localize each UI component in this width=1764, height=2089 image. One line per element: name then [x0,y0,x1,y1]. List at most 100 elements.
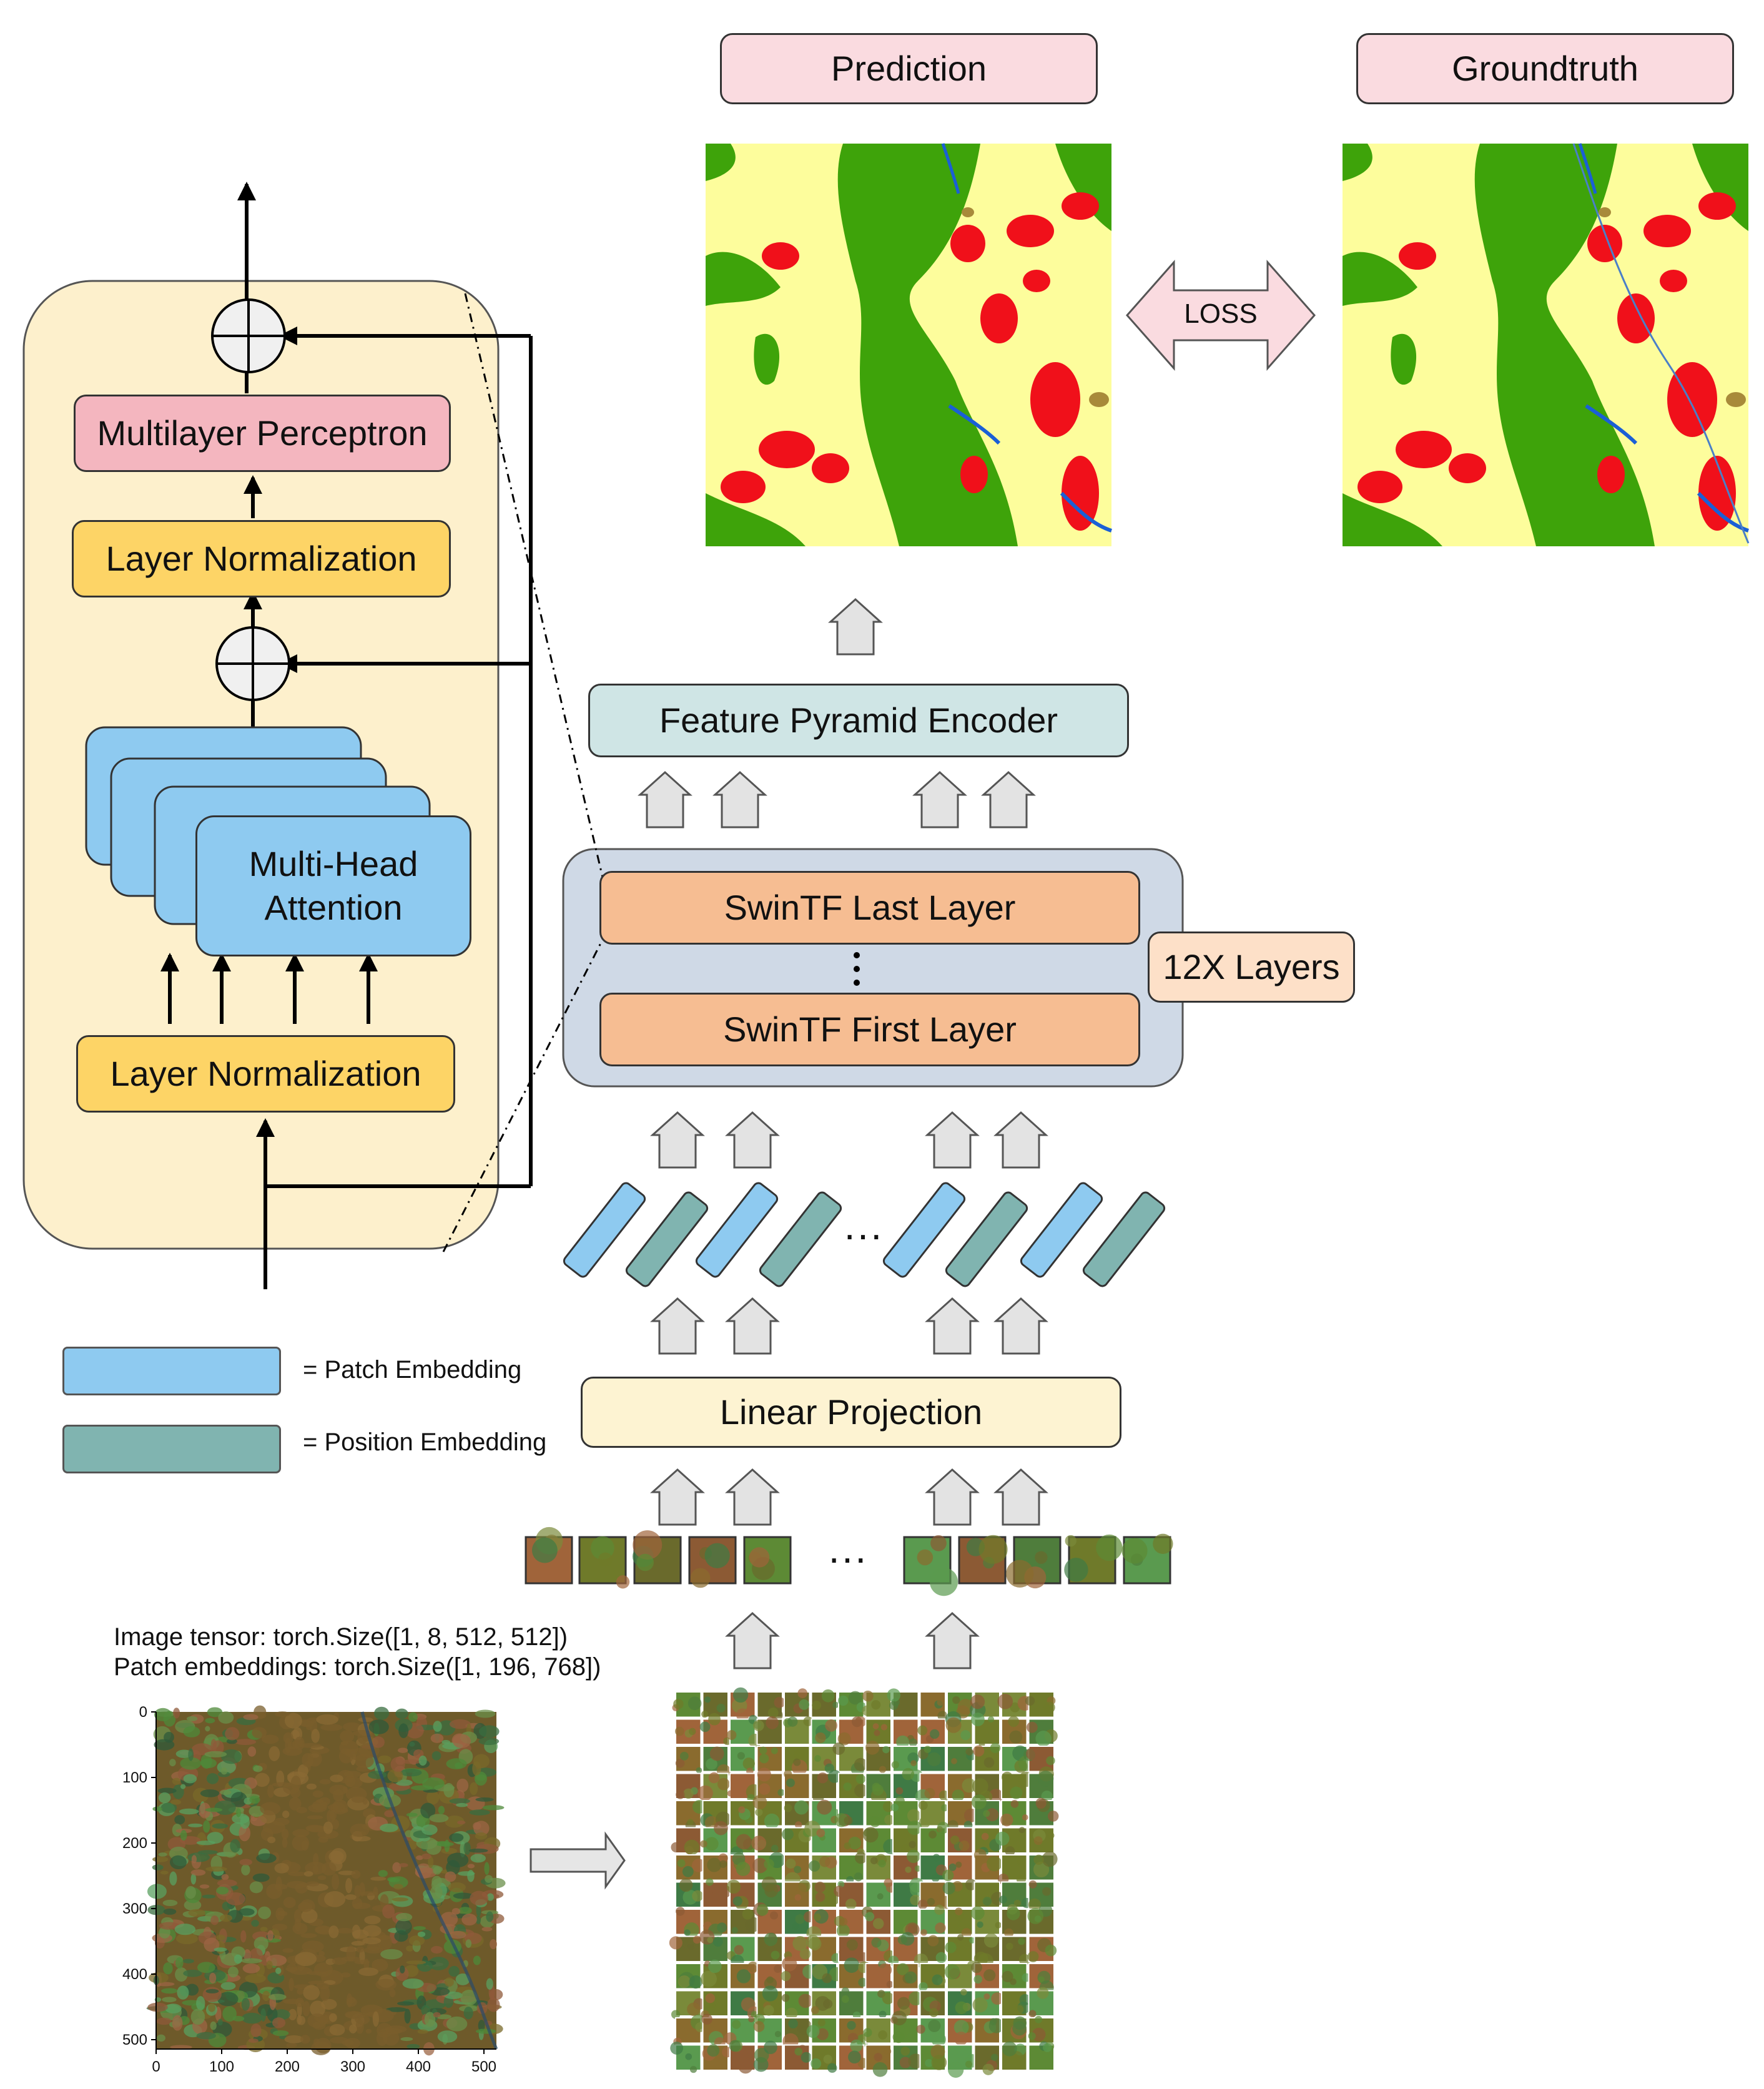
grid-patch-6-10 [942,1854,973,1882]
grid-patch-10-8 [892,1963,919,1990]
grid-patch-2-10 [947,1746,977,1772]
position-token-1 [625,1191,709,1287]
forest-region [1474,144,1655,546]
forest-region [1343,252,1417,306]
grid-patch-9-8 [888,1932,919,1967]
grid-patch-12-11 [973,2017,1004,2044]
grid-patch-12-8 [890,2010,919,2044]
grid-patch-10-1 [701,1959,729,1990]
grid-patch-6-8 [892,1849,922,1881]
grid-patch-10-12 [1001,1963,1031,1990]
urban-region [980,293,1018,343]
patch-tile-right-4 [1121,1533,1173,1585]
grid-patch-1-3 [752,1716,783,1745]
grid-patch-0-4 [784,1688,811,1718]
urban-region [1023,270,1050,292]
grid-patch-0-5 [811,1689,839,1718]
grid-patch-2-1 [702,1746,731,1778]
grid-patch-1-13 [1026,1718,1058,1747]
forest-region [706,493,806,546]
grid-patch-1-7 [865,1718,892,1745]
grid-patch-2-3 [756,1746,783,1772]
grid-patch-10-3 [756,1963,783,1990]
grid-patch-4-7 [865,1800,895,1827]
grid-patch-10-9 [919,1963,946,1992]
encoder-block-arrows [160,182,533,1289]
urban-region [721,471,766,503]
patch-tile-left-0 [525,1526,573,1585]
grid-patch-6-12 [997,1854,1028,1885]
y-tick-label: 0 [139,1704,147,1721]
urban-region [1030,362,1080,437]
urban-region [1698,456,1736,531]
bare-region [1599,207,1611,217]
gray-arrow-to-patches-1 [925,1611,980,1669]
y-tick-label: 100 [122,1769,147,1786]
y-tick-label: 200 [122,1835,147,1852]
grid-patch-0-13 [1025,1691,1056,1718]
x-tick-label: 500 [471,2058,496,2075]
grid-patch-11-10 [947,1988,973,2017]
x-tick-label: 300 [340,2058,365,2075]
grid-patch-9-9 [914,1935,947,1968]
grid-patch-12-0 [673,2014,706,2047]
grid-patch-12-7 [862,2017,892,2044]
grid-patch-11-7 [865,1990,894,2018]
urban-region [960,456,988,493]
prediction-label: Prediction [720,33,1098,104]
loss-double-arrow [1125,260,1316,371]
gray-arrow-to-fpe-1 [712,770,767,828]
grid-patch-6-2 [729,1852,756,1881]
grid-patch-9-1 [699,1929,729,1962]
urban-region [759,431,815,468]
gray-arrow-to-swin-0 [650,1111,705,1169]
image-to-grid-arrow [530,1831,626,1890]
grid-patch-2-6 [832,1742,867,1776]
gray-arrow-to-fpe-2 [912,770,967,828]
patch-embeddings-text: Patch embeddings: torch.Size([1, 196, 76… [114,1653,601,1681]
forest-region [754,333,780,385]
grid-patch-2-0 [675,1746,702,1774]
bare-region [962,207,974,217]
grid-patch-6-13 [1028,1851,1058,1881]
gray-arrow-to-swin-1 [725,1111,780,1169]
grid-patch-7-7 [865,1878,897,1908]
gray-arrow-to-swin-2 [925,1111,980,1169]
patch-grid [669,1687,1059,2078]
grid-patch-4-11 [971,1794,1000,1827]
urban-region [1587,225,1622,262]
grid-patch-2-2 [729,1746,756,1775]
loss-label: LOSS [1184,298,1258,329]
river-line [1572,143,1750,544]
grid-patch-11-5 [811,1990,837,2017]
urban-region [1062,456,1099,531]
grid-patch-8-12 [1001,1904,1028,1938]
forest-region [1343,144,1372,181]
grid-patch-1-9 [917,1718,946,1745]
grid-patch-0-0 [672,1691,702,1718]
grid-patch-13-11 [973,2044,1000,2075]
grid-patch-9-12 [1001,1935,1031,1965]
layer-count-badge: 12X Layers [1148,931,1355,1003]
grid-patch-7-4 [784,1880,811,1908]
water-region [941,143,960,194]
grid-patch-3-9 [915,1772,950,1804]
grid-patch-1-8 [892,1718,919,1749]
grid-patch-0-6 [837,1691,867,1718]
grid-patch-13-13 [1028,2041,1055,2071]
grid-patch-12-10 [947,2017,973,2046]
gray-arrow-to-fpe-3 [981,770,1036,828]
grid-patch-7-6 [834,1880,865,1910]
grid-patch-10-7 [865,1960,894,1990]
grid-patch-6-9 [919,1854,947,1882]
legend-patch-label: = Patch Embedding [303,1356,522,1384]
grid-patch-8-2 [729,1909,761,1935]
forest-region [706,144,736,181]
grid-patch-3-6 [838,1772,868,1799]
grid-patch-12-2 [724,2016,756,2045]
grid-patch-0-7 [862,1690,892,1718]
gray-arrow-to-maps [828,597,883,656]
grid-patch-10-10 [944,1960,977,1990]
water-region [1060,491,1112,533]
